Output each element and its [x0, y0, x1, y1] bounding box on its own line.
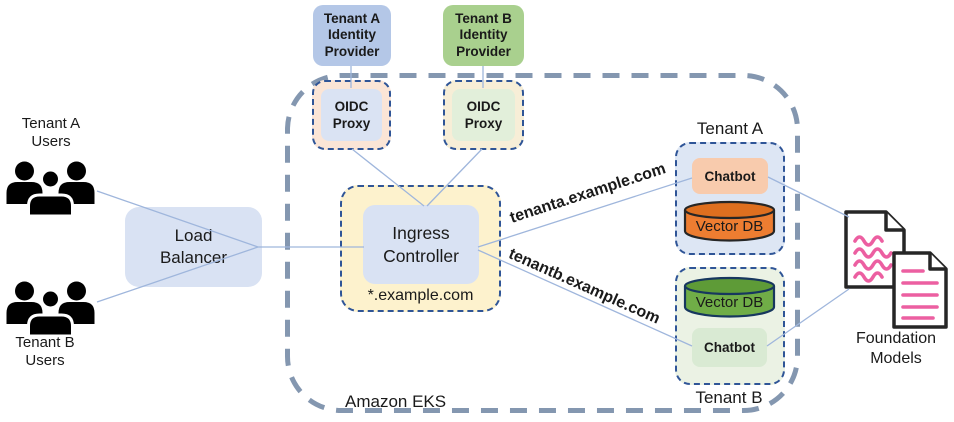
- database-cylinder-icon: [683, 200, 776, 242]
- tenant-b-group-title: Tenant B: [695, 388, 763, 407]
- tenant-a-users-label: Tenant A Users: [21, 115, 81, 151]
- tenant-b-chatbot: Chatbot: [692, 328, 767, 367]
- tenant-a-vector-db: Vector DB: [683, 200, 776, 243]
- tenant-a-chatbot: Chatbot: [692, 158, 768, 194]
- wildcard-domain-label: *.example.com: [367, 287, 474, 305]
- oidc-proxy-tenant-a-inner: OIDC Proxy: [321, 89, 382, 141]
- load-balancer: Load Balancer: [125, 207, 262, 287]
- ingress-controller-group: Ingress Controller *.example.com: [340, 185, 501, 312]
- oidc-proxy-tenant-a: OIDC Proxy: [312, 80, 391, 150]
- tenant-a-identity-provider: Tenant A Identity Provider: [313, 5, 391, 66]
- oidc-proxy-tenant-b-inner: OIDC Proxy: [452, 89, 515, 141]
- document-icon: [892, 251, 948, 329]
- oidc-proxy-tenant-b: OIDC Proxy: [443, 80, 524, 150]
- tenant-a-users-icon: [6, 161, 95, 216]
- tenant-a-group-title: Tenant A: [696, 119, 764, 138]
- ingress-controller: Ingress Controller: [363, 205, 479, 284]
- tenant-a-vector-db-label: Vector DB: [695, 217, 764, 235]
- tenant-b-identity-provider: Tenant B Identity Provider: [443, 5, 524, 66]
- foundation-models-documents-icon: [844, 210, 948, 329]
- tenant-b-users-icon: [6, 281, 95, 336]
- foundation-models-label: Foundation Models: [855, 330, 937, 367]
- eks-cluster-label: Amazon EKS: [345, 392, 447, 411]
- tenant-b-vector-db-label: Vector DB: [695, 293, 764, 311]
- tenant-b-vector-db: Vector DB: [683, 276, 776, 319]
- tenant-b-users-label: Tenant B Users: [15, 334, 75, 370]
